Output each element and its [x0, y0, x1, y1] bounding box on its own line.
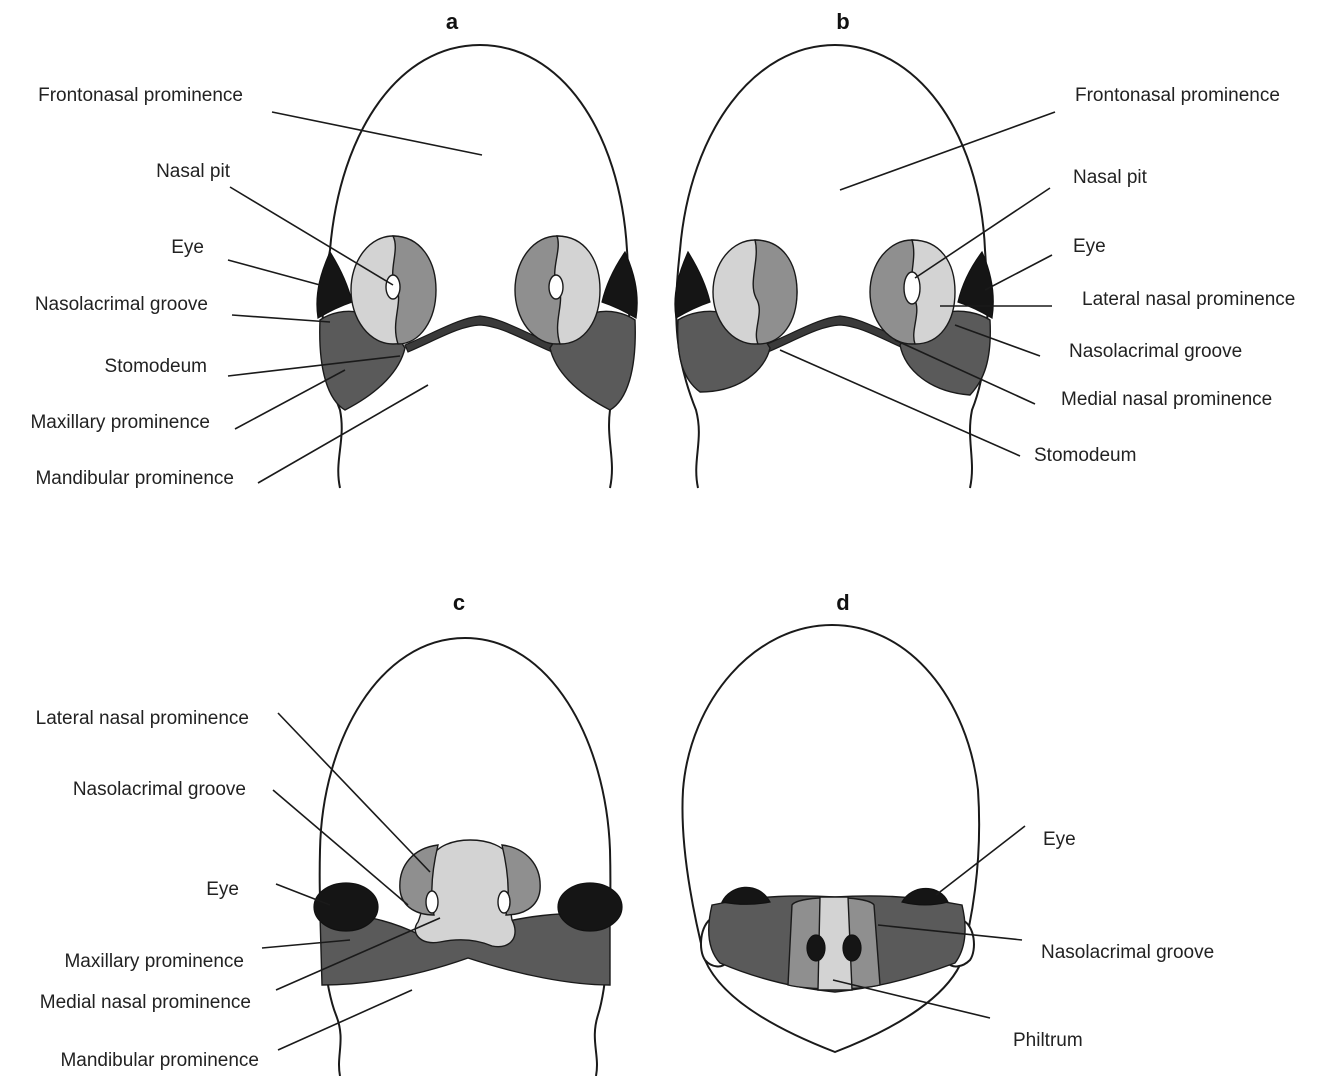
panel-d: d Eye Nasolacrimal groove Philtrum: [682, 590, 1214, 1052]
panel-c-eye-left: [314, 883, 378, 931]
panel-a-letter: a: [446, 9, 459, 34]
label-nasolacrimal-groove: Nasolacrimal groove: [1069, 341, 1242, 362]
label-medial-nasal-prominence: Medial nasal prominence: [40, 992, 251, 1013]
panel-a-nasal-pit-left: [386, 275, 400, 299]
label-philtrum: Philtrum: [1013, 1030, 1083, 1051]
label-frontonasal-prominence: Frontonasal prominence: [38, 85, 243, 106]
label-stomodeum: Stomodeum: [105, 356, 207, 377]
panel-c-nasal-pit-right: [498, 891, 510, 913]
label-lateral-nasal-prominence: Lateral nasal prominence: [36, 708, 249, 729]
panel-d-nostril-right: [843, 935, 861, 961]
label-eye: Eye: [171, 237, 204, 258]
panel-c-eye-right: [558, 883, 622, 931]
leader: [232, 315, 330, 322]
label-mandibular-prominence: Mandibular prominence: [35, 468, 234, 489]
label-lateral-nasal-prominence: Lateral nasal prominence: [1082, 289, 1295, 310]
panel-c-letter: c: [453, 590, 465, 615]
panel-d-nostril-left: [807, 935, 825, 961]
label-stomodeum: Stomodeum: [1034, 445, 1136, 466]
label-eye: Eye: [1073, 236, 1106, 257]
label-nasal-pit: Nasal pit: [156, 161, 231, 182]
leader: [235, 370, 345, 429]
label-frontonasal-prominence: Frontonasal prominence: [1075, 85, 1280, 106]
label-nasolacrimal-groove: Nasolacrimal groove: [73, 779, 246, 800]
label-medial-nasal-prominence: Medial nasal prominence: [1061, 389, 1272, 410]
leader: [228, 260, 320, 285]
panel-b: b Frontonasal prominence Nasal pit Eye L…: [675, 9, 1295, 488]
label-eye: Eye: [206, 879, 239, 900]
panel-b-letter: b: [836, 9, 849, 34]
label-mandibular-prominence: Mandibular prominence: [60, 1050, 259, 1071]
label-maxillary-prominence: Maxillary prominence: [30, 412, 210, 433]
label-maxillary-prominence: Maxillary prominence: [64, 951, 244, 972]
panel-c-nasal-pit-left: [426, 891, 438, 913]
label-nasolacrimal-groove: Nasolacrimal groove: [1041, 942, 1214, 963]
panel-a: a Frontonasal prominence Nasal pit Eye N…: [30, 9, 637, 489]
panel-d-letter: d: [836, 590, 849, 615]
label-nasal-pit: Nasal pit: [1073, 167, 1148, 188]
label-nasolacrimal-groove: Nasolacrimal groove: [35, 294, 208, 315]
panel-c: c Lateral nasal prominence Nasolacrimal …: [36, 590, 622, 1076]
panel-a-nasal-pit-right: [549, 275, 563, 299]
label-eye: Eye: [1043, 829, 1076, 850]
leader: [985, 255, 1052, 290]
